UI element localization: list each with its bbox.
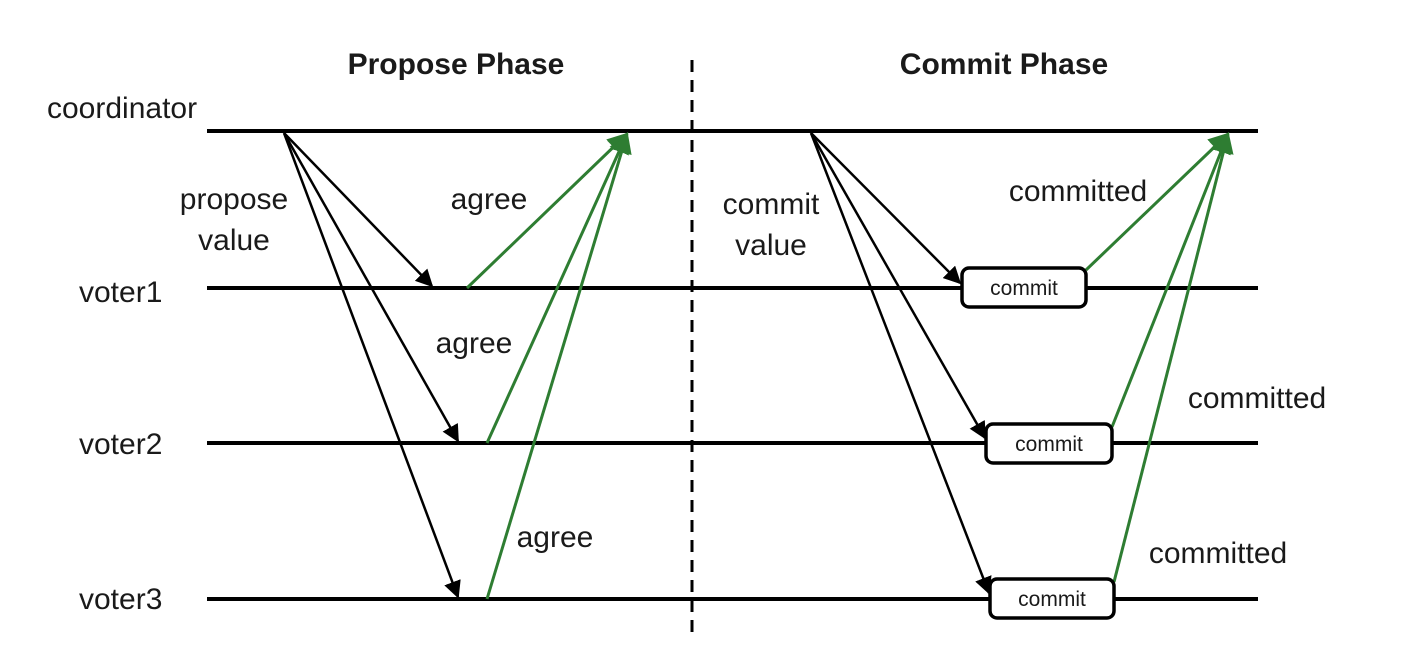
- commit-box-voter1-label: commit: [990, 277, 1058, 300]
- commit-box-voter3: [988, 577, 1116, 620]
- agree-label-voter1: agree: [451, 183, 528, 216]
- coordinator-label: coordinator: [47, 92, 197, 125]
- agree-arrow-voter1: [465, 132, 629, 290]
- agree-label-voter2: agree: [436, 327, 513, 360]
- propose-value-label-line1: propose: [180, 183, 288, 216]
- committed-arrow-voter2: [1110, 132, 1231, 428]
- commit-arrow-voter1: [810, 132, 962, 285]
- commit-value-label-line2: value: [735, 229, 807, 262]
- commit-box-voter3-label: commit: [1018, 588, 1086, 611]
- commit-box-voter2: [984, 422, 1114, 465]
- propose-arrow-voter1: [283, 132, 434, 288]
- voter2-label: voter2: [79, 428, 162, 461]
- voter3-label: voter3: [79, 583, 162, 616]
- commit-box-voter1: [960, 266, 1088, 309]
- propose-arrow-voter3: [282, 132, 461, 599]
- commit-arrow-voter3: [809, 132, 992, 595]
- committed-label-voter2: committed: [1188, 382, 1326, 415]
- commit-box-voter2-label: commit: [1015, 433, 1083, 456]
- commit-value-label-line1: commit: [723, 188, 820, 221]
- committed-label-voter3: committed: [1149, 537, 1287, 570]
- commit-arrow-voter2: [809, 132, 987, 440]
- commit-phase-header: Commit Phase: [900, 48, 1108, 81]
- agree-arrow-voter3: [485, 131, 632, 600]
- committed-arrow-voter3: [1112, 131, 1234, 583]
- propose-value-label-line2: value: [198, 224, 270, 257]
- propose-phase-header: Propose Phase: [348, 48, 565, 81]
- propose-arrow-voter2: [282, 132, 460, 443]
- voter1-label: voter1: [79, 276, 162, 309]
- committed-label-voter1: committed: [1009, 175, 1147, 208]
- agree-label-voter3: agree: [517, 521, 594, 554]
- committed-arrow-voter1: [1084, 132, 1230, 272]
- agree-arrow-voter2: [485, 132, 629, 444]
